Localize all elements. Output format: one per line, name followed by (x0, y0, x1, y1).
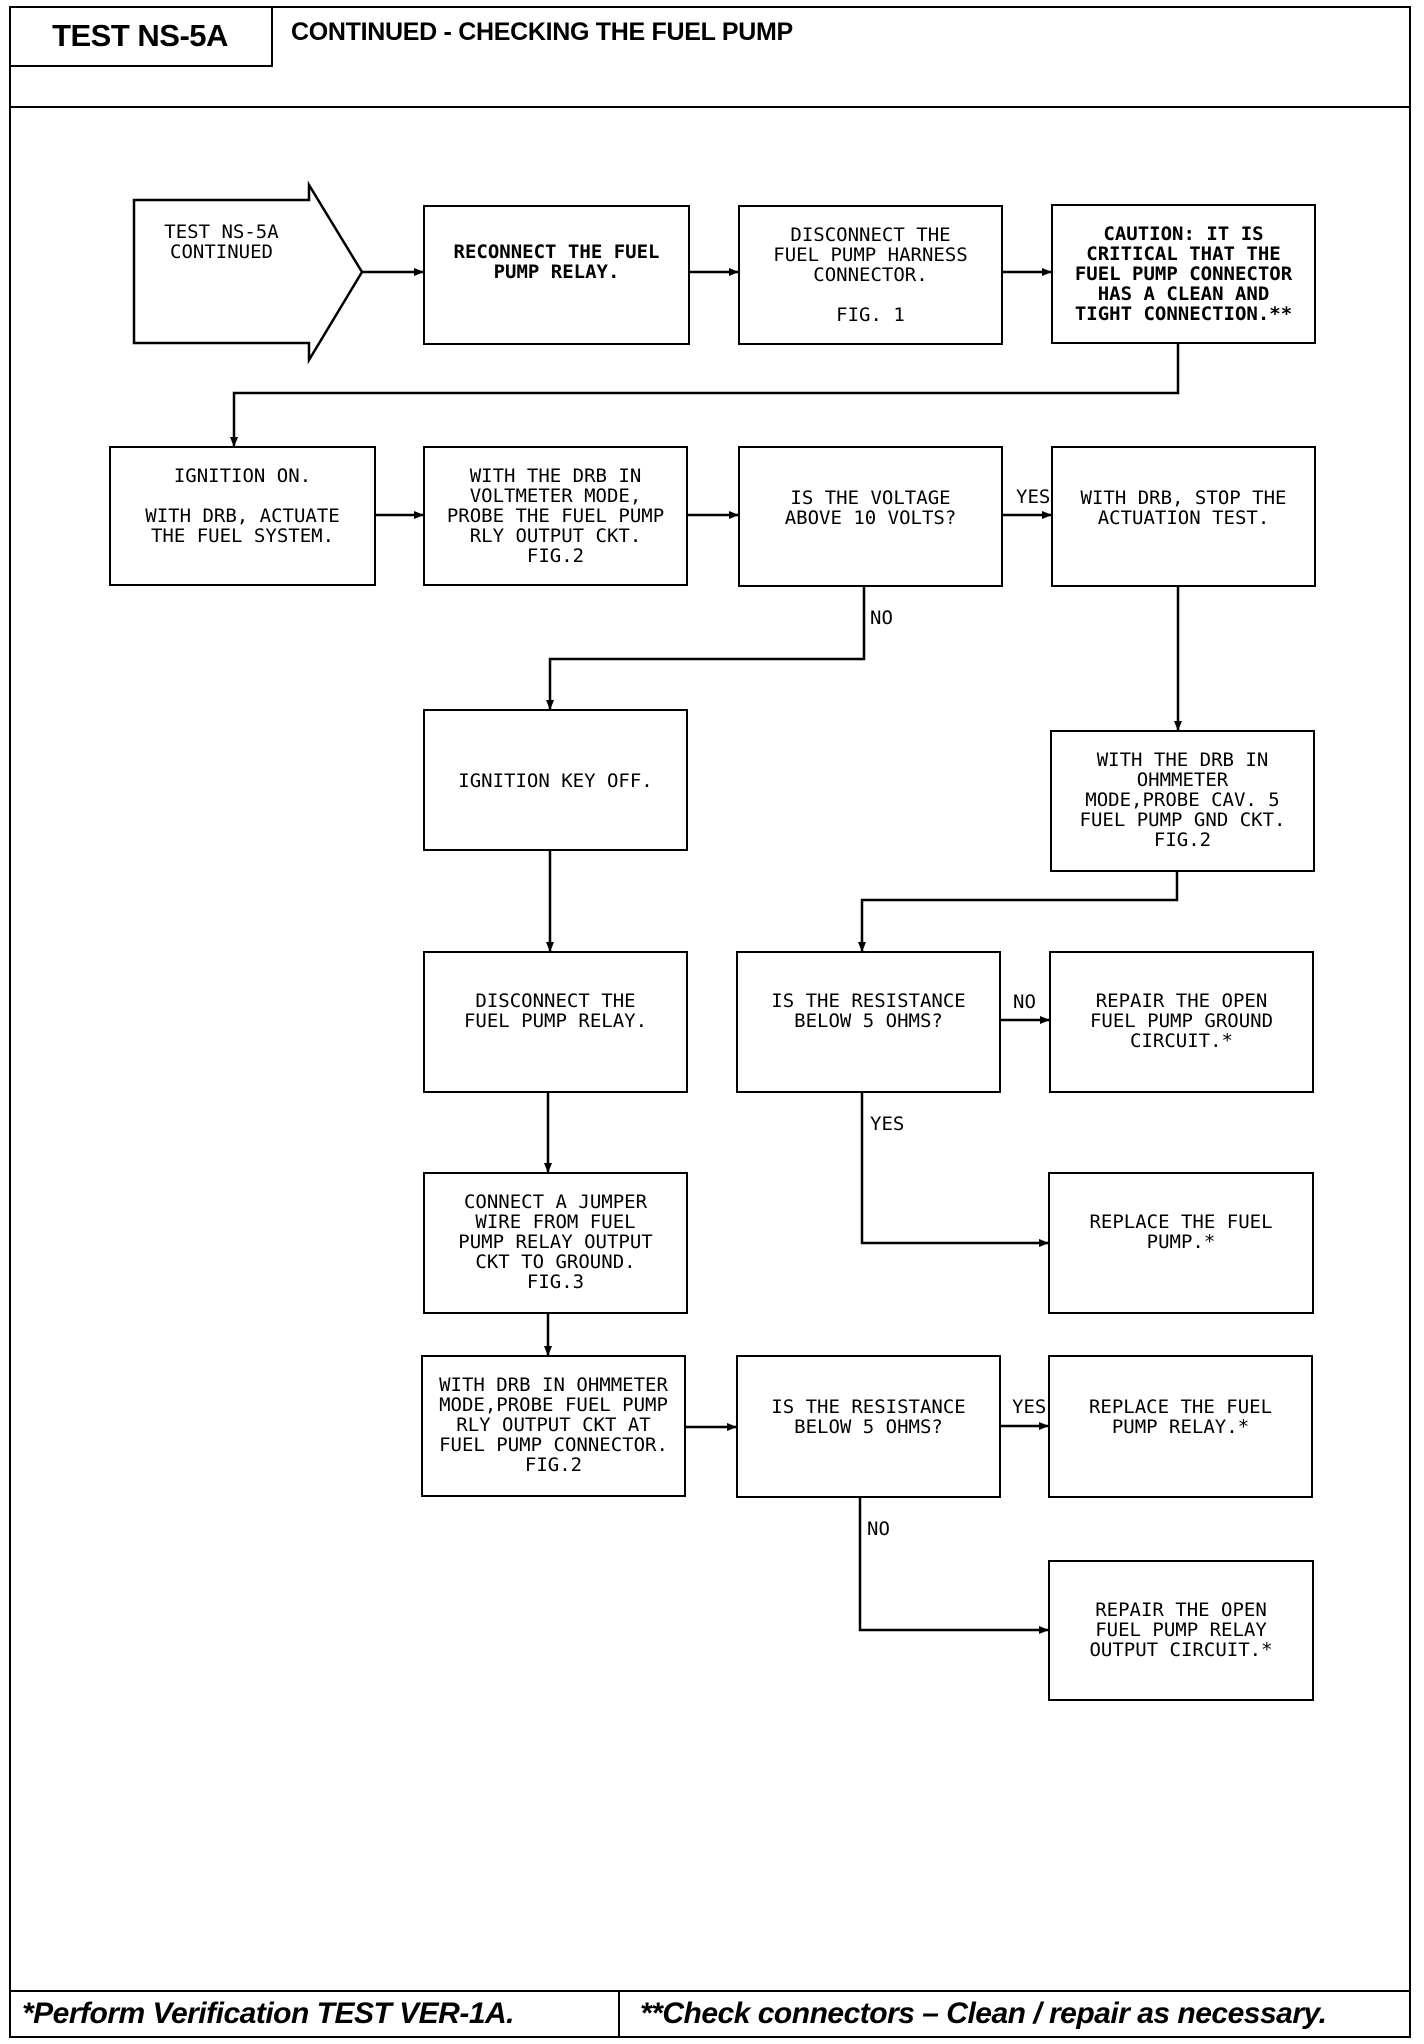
box-voltmeter-probe-text: WITH THE DRB IN VOLTMETER MODE, PROBE TH… (446, 465, 665, 567)
line-question-ignitionoff (546, 587, 866, 710)
start-node-text: TEST NS-5A CONTINUED (164, 221, 279, 263)
box-reconnect-relay: RECONNECT THE FUEL PUMP RELAY. (423, 205, 690, 345)
box-caution-text: CAUTION: IT IS CRITICAL THAT THE FUEL PU… (1074, 223, 1293, 325)
box-ohmmeter-gnd-text: WITH THE DRB IN OHMMETER MODE,PROBE CAV.… (1079, 749, 1286, 851)
line-resq1-replacepump (860, 1093, 1049, 1247)
box-jumper-wire: CONNECT A JUMPER WIRE FROM FUEL PUMP REL… (423, 1172, 688, 1314)
start-arrow-shape (132, 180, 364, 365)
label-yes-resistance-1: YES (870, 1113, 905, 1135)
header-divider (9, 106, 1411, 108)
label-no-voltage: NO (870, 607, 893, 629)
box-disconnect-harness-text: DISCONNECT THE FUEL PUMP HARNESS CONNECT… (773, 224, 968, 326)
start-node: TEST NS-5A CONTINUED (134, 200, 309, 343)
box-replace-relay-text: REPLACE THE FUEL PUMP RELAY.* (1088, 1396, 1273, 1438)
box-repair-ground-text: REPAIR THE OPEN FUEL PUMP GROUND CIRCUIT… (1089, 990, 1274, 1052)
box-ohmmeter-output-text: WITH DRB IN OHMMETER MODE,PROBE FUEL PUM… (439, 1374, 668, 1476)
page-frame (9, 6, 1411, 2038)
box-resistance-question-2-text: IS THE RESISTANCE BELOW 5 OHMS? (771, 1396, 966, 1438)
box-resistance-question-1-text: IS THE RESISTANCE BELOW 5 OHMS? (771, 990, 966, 1032)
box-ignition-off-text: IGNITION KEY OFF. (458, 770, 653, 792)
box-disconnect-relay-text: DISCONNECT THE FUEL PUMP RELAY. (463, 990, 648, 1032)
box-voltage-question: IS THE VOLTAGE ABOVE 10 VOLTS? (738, 446, 1003, 587)
box-caution: CAUTION: IT IS CRITICAL THAT THE FUEL PU… (1051, 204, 1316, 344)
box-replace-pump: REPLACE THE FUEL PUMP.* (1048, 1172, 1314, 1314)
box-ohmmeter-gnd: WITH THE DRB IN OHMMETER MODE,PROBE CAV.… (1050, 730, 1315, 872)
box-ignition-on-text: IGNITION ON. WITH DRB, ACTUATE THE FUEL … (145, 465, 340, 547)
box-voltmeter-probe: WITH THE DRB IN VOLTMETER MODE, PROBE TH… (423, 446, 688, 586)
footer-divider (9, 1990, 1411, 1992)
label-no-resistance-2: NO (867, 1518, 890, 1540)
test-id: TEST NS-5A (9, 6, 273, 67)
line-caution-ignition (230, 343, 1180, 447)
box-stop-actuation: WITH DRB, STOP THE ACTUATION TEST. (1051, 446, 1316, 587)
footer-separator (618, 1990, 620, 2038)
box-resistance-question-2: IS THE RESISTANCE BELOW 5 OHMS? (736, 1355, 1001, 1498)
box-disconnect-harness: DISCONNECT THE FUEL PUMP HARNESS CONNECT… (738, 205, 1003, 345)
box-ignition-on: IGNITION ON. WITH DRB, ACTUATE THE FUEL … (109, 446, 376, 586)
box-stop-actuation-text: WITH DRB, STOP THE ACTUATION TEST. (1080, 487, 1287, 529)
box-repair-output-text: REPAIR THE OPEN FUEL PUMP RELAY OUTPUT C… (1089, 1599, 1273, 1661)
line-ohmgnd-resq1 (858, 872, 1179, 952)
box-repair-ground: REPAIR THE OPEN FUEL PUMP GROUND CIRCUIT… (1049, 951, 1314, 1093)
line-resq2-repairout (858, 1498, 1049, 1634)
box-disconnect-relay: DISCONNECT THE FUEL PUMP RELAY. (423, 951, 688, 1093)
box-resistance-question-1: IS THE RESISTANCE BELOW 5 OHMS? (736, 951, 1001, 1093)
box-replace-pump-text: REPLACE THE FUEL PUMP.* (1089, 1211, 1273, 1253)
footer-note-verification: *Perform Verification TEST VER-1A. (22, 1997, 515, 2030)
box-ohmmeter-output: WITH DRB IN OHMMETER MODE,PROBE FUEL PUM… (421, 1355, 686, 1497)
page-title: CONTINUED - CHECKING THE FUEL PUMP (291, 18, 793, 46)
label-no-resistance-1: NO (1013, 991, 1036, 1013)
box-voltage-question-text: IS THE VOLTAGE ABOVE 10 VOLTS? (784, 487, 957, 529)
box-jumper-wire-text: CONNECT A JUMPER WIRE FROM FUEL PUMP REL… (458, 1191, 653, 1293)
box-replace-relay: REPLACE THE FUEL PUMP RELAY.* (1048, 1355, 1313, 1498)
box-reconnect-relay-text: RECONNECT THE FUEL PUMP RELAY. (453, 241, 660, 283)
label-yes-resistance-2: YES (1012, 1396, 1047, 1418)
label-yes-voltage: YES (1016, 486, 1051, 508)
box-ignition-off: IGNITION KEY OFF. (423, 709, 688, 851)
footer-note-connectors: **Check connectors – Clean / repair as n… (640, 1997, 1327, 2030)
box-repair-output: REPAIR THE OPEN FUEL PUMP RELAY OUTPUT C… (1048, 1560, 1314, 1701)
